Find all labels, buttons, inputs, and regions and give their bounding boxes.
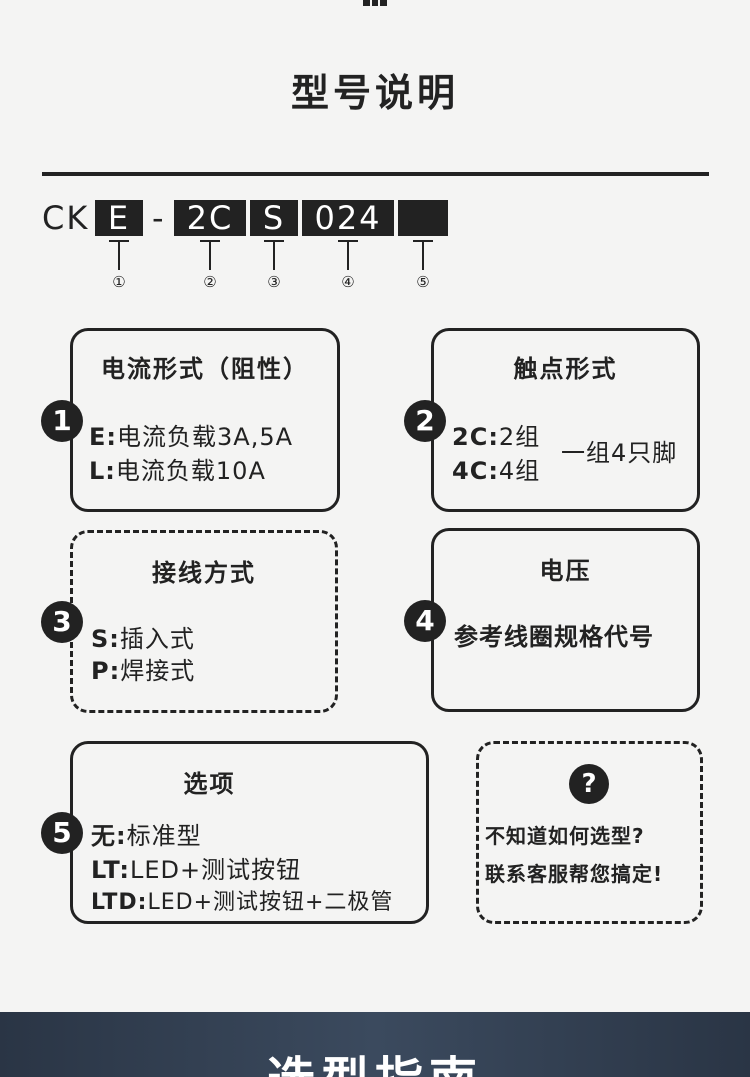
badge-1: 1: [41, 400, 83, 442]
code-box-voltage: 024: [302, 200, 394, 236]
code-dash: -: [152, 199, 166, 237]
card-contact-type: 触点形式 2C:2组 4C:4组 一组4只脚: [431, 328, 700, 512]
wiring-line-s: S:插入式: [91, 625, 195, 653]
badge-4: 4: [404, 600, 446, 642]
contact-line-2c: 2C:2组: [452, 423, 541, 451]
top-decoration: [363, 0, 388, 6]
card-title: 接线方式: [152, 559, 256, 587]
badge-3: 3: [41, 601, 83, 643]
voltage-text: 参考线圈规格代号: [454, 623, 654, 651]
card-options: 选项 无:标准型 LT:LED+测试按钮 LTD:LED+测试按钮+二极管: [70, 741, 429, 924]
help-line-2: 联系客服帮您搞定!: [485, 862, 664, 886]
options-line-lt: LT:LED+测试按钮: [91, 856, 302, 884]
title-divider: [42, 172, 709, 176]
card-wiring-type: 接线方式 S:插入式 P:焊接式: [70, 530, 338, 713]
code-prefix: CK: [42, 199, 90, 237]
card-title: 电流形式（阻性）: [101, 355, 309, 383]
footer-banner: 选型指南: [0, 1012, 750, 1077]
card-title: 电压: [539, 557, 592, 585]
options-line-ltd: LTD:LED+测试按钮+二极管: [91, 890, 394, 915]
question-icon: ?: [569, 764, 609, 804]
badge-5: 5: [41, 812, 83, 854]
card-help[interactable]: ? 不知道如何选型? 联系客服帮您搞定!: [476, 741, 703, 924]
code-box-current: E: [95, 200, 143, 236]
card-current-type: 电流形式（阻性） E:电流负载3A,5A L:电流负载10A: [70, 328, 340, 512]
code-box-contact: 2C: [174, 200, 246, 236]
code-box-option: [398, 200, 448, 236]
current-line-e: E:电流负载3A,5A: [89, 423, 294, 451]
options-line-none: 无:标准型: [91, 822, 202, 850]
page-title: 型号说明: [290, 71, 459, 115]
card-voltage: 电压 参考线圈规格代号: [431, 528, 700, 712]
current-line-l: L:电流负载10A: [89, 457, 266, 485]
code-box-wiring: S: [250, 200, 298, 236]
contact-line-4c: 4C:4组: [452, 457, 541, 485]
badge-2: 2: [404, 400, 446, 442]
footer-title: 选型指南: [0, 1040, 750, 1077]
card-title: 触点形式: [513, 355, 618, 383]
contact-note: 一组4只脚: [561, 439, 678, 467]
card-title: 选项: [183, 770, 236, 798]
wiring-line-p: P:焊接式: [91, 657, 196, 685]
help-line-1: 不知道如何选型?: [485, 824, 645, 848]
